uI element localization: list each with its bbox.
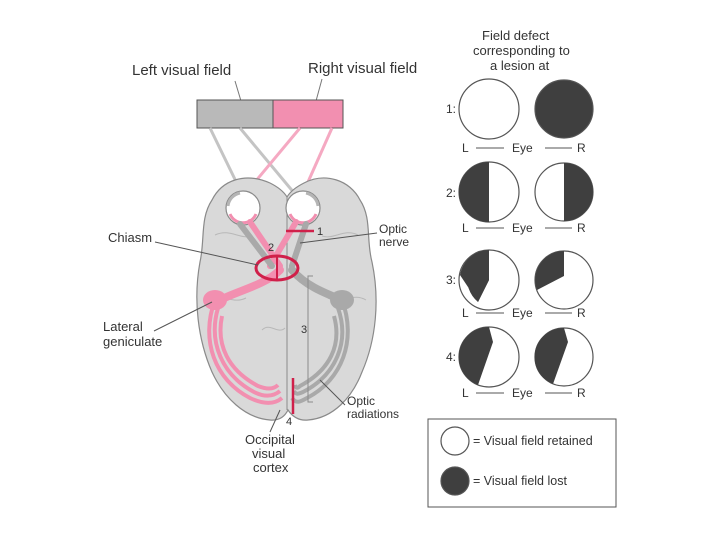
right-optic-radiations — [290, 299, 350, 404]
circle-left-half-lost-macular-sparing-icon — [458, 326, 520, 388]
circle-retained-icon — [458, 78, 520, 140]
left-eye-label: L — [462, 306, 469, 320]
circle-upper-left-quadrant-lost-icon — [458, 249, 520, 311]
left-eye-label: L — [462, 386, 469, 400]
lateral-geniculate-label-1: Lateral — [103, 319, 143, 334]
left-eye-label: L — [462, 221, 469, 235]
defect-row-4: 4: L Eye R — [446, 326, 594, 400]
eye-label: Eye — [512, 306, 533, 320]
defect-row-1: 1: L Eye R — [446, 78, 594, 155]
optic-radiations-leader — [319, 379, 346, 406]
left-eye — [225, 190, 261, 226]
right-field-leader — [315, 78, 323, 102]
lateral-geniculate-leader — [153, 301, 213, 332]
defect-title-line-2: corresponding to — [473, 43, 570, 58]
occipital-leader — [269, 409, 281, 433]
circle-left-half-lost-icon — [458, 161, 520, 223]
optic-radiations-label-2: radiations — [347, 407, 399, 421]
chiasm-label: Chiasm — [108, 230, 152, 245]
lateral-geniculate-label-2: geniculate — [103, 334, 162, 349]
eye-label: Eye — [512, 141, 533, 155]
right-visual-field-box — [272, 99, 344, 129]
right-eye-label: R — [577, 141, 586, 155]
retained-swatch-icon — [440, 426, 470, 456]
circle-left-half-lost-macular-sparing-icon — [534, 327, 594, 387]
defect-row-3: 3: L Eye R — [446, 249, 594, 320]
lesion-3-bracket — [307, 275, 313, 403]
lesion-4-label: 4 — [286, 416, 292, 428]
optic-radiations-label-1: Optic — [347, 394, 375, 408]
optic-nerve-label-2: nerve — [379, 235, 409, 249]
chiasm-leader — [154, 241, 259, 266]
row-number: 2: — [446, 186, 456, 200]
lesion-1-label: 1 — [317, 226, 323, 238]
left-visual-field-label: Left visual field — [132, 62, 231, 79]
lesion-3-label: 3 — [301, 324, 307, 336]
left-optic-radiations — [207, 299, 284, 405]
defect-row-2: 2: L Eye R — [446, 161, 594, 235]
circle-right-half-lost-icon — [534, 162, 594, 222]
legend: = Visual field retained = Visual field l… — [427, 418, 617, 508]
occipital-label-2: visual — [252, 446, 285, 461]
occipital-label-1: Occipital — [245, 432, 295, 447]
right-visual-field-label: Right visual field — [308, 60, 417, 77]
left-visual-field-box — [196, 99, 274, 129]
occipital-label-3: cortex — [253, 460, 289, 475]
left-eye-label: L — [462, 141, 469, 155]
legend-retained-label: = Visual field retained — [473, 434, 593, 448]
right-eye-label: R — [577, 306, 586, 320]
optic-nerve-label-1: Optic — [379, 222, 407, 236]
eye-label: Eye — [512, 221, 533, 235]
eye-label: Eye — [512, 386, 533, 400]
right-eye-label: R — [577, 221, 586, 235]
left-field-leader — [234, 80, 242, 102]
circle-upper-left-quadrant-lost-icon — [534, 250, 594, 310]
defect-title-line-3: a lesion at — [490, 58, 550, 73]
lost-swatch-icon — [440, 466, 470, 496]
right-eye — [285, 190, 321, 226]
circle-lost-icon — [534, 79, 594, 139]
defect-title-line-1: Field defect — [482, 28, 550, 43]
row-number: 3: — [446, 273, 456, 287]
lesion-2-label: 2 — [268, 242, 274, 254]
legend-lost-label: = Visual field lost — [473, 474, 567, 488]
row-number: 4: — [446, 350, 456, 364]
optic-nerve-leader — [299, 232, 378, 244]
row-number: 1: — [446, 102, 456, 116]
right-eye-label: R — [577, 386, 586, 400]
